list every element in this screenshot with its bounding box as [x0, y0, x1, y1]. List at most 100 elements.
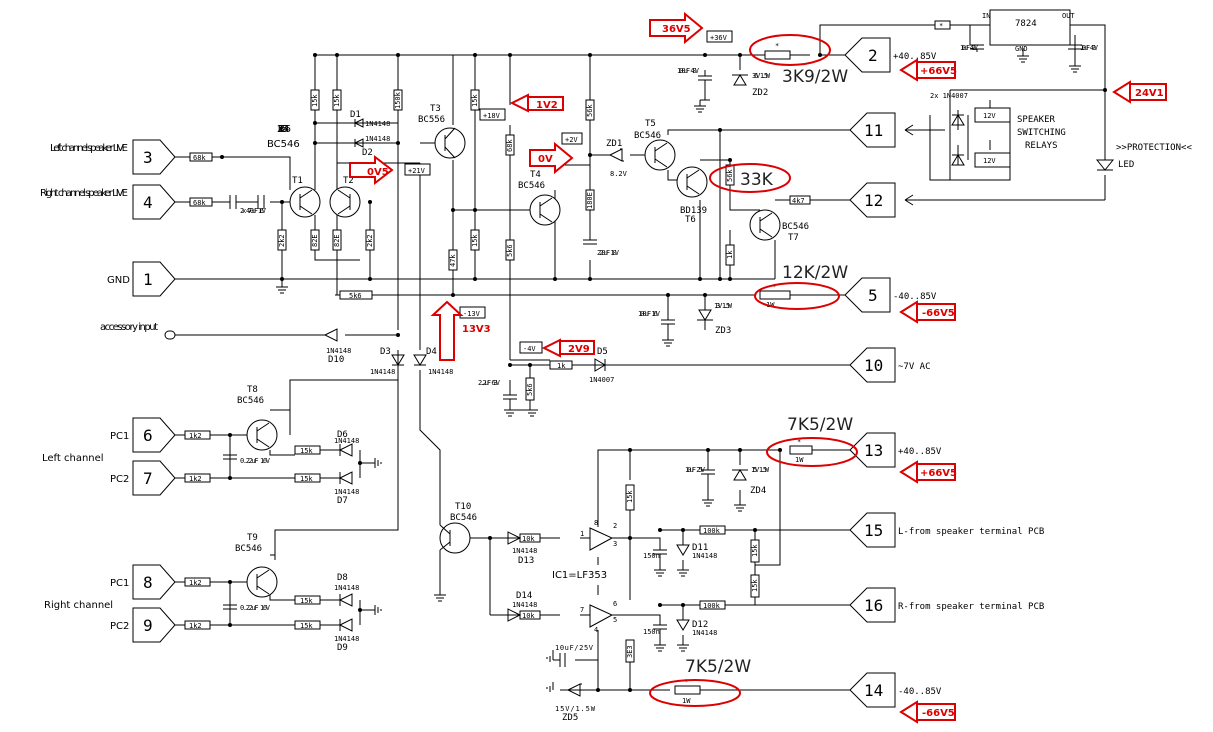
- svg-text:T7: T7: [788, 233, 799, 243]
- connector-10[interactable]: 10: [849, 347, 896, 383]
- svg-text:D4: D4: [426, 347, 437, 357]
- connector-14[interactable]: 14: [849, 672, 896, 708]
- connector-13[interactable]: 13: [849, 432, 896, 468]
- svg-text:1k2: 1k2: [189, 432, 202, 440]
- resistor-180e: 180E: [585, 189, 595, 211]
- resistor-5k6-v: 5k6: [505, 239, 515, 261]
- label-c16: R-from speaker terminal PCB: [898, 602, 1044, 612]
- svg-text:BC546: BC546: [450, 513, 477, 523]
- svg-text:3E3: 3E3: [626, 645, 634, 658]
- svg-text:IN: IN: [982, 12, 990, 20]
- connector-7[interactable]: 7: [132, 460, 176, 496]
- svg-text:68k: 68k: [506, 139, 514, 152]
- svg-text:1: 1: [580, 530, 584, 538]
- connector-15[interactable]: 15: [849, 512, 896, 548]
- ic1-label: IC1=LF353: [552, 570, 607, 581]
- svg-text:*: *: [797, 438, 801, 446]
- connector-1[interactable]: 1: [132, 261, 176, 297]
- svg-text:1N4007: 1N4007: [589, 376, 614, 384]
- cap-100uf-16v: 100uF 16V: [638, 310, 675, 335]
- label-accessory: accessory input: [100, 322, 158, 333]
- svg-text:150n: 150n: [643, 628, 660, 636]
- resistor-68k-v: 68k: [505, 134, 515, 156]
- svg-text:150k: 150k: [394, 91, 402, 109]
- connector-9[interactable]: 9: [132, 607, 176, 643]
- svg-text:6: 6: [143, 426, 153, 445]
- svg-text:+36V: +36V: [710, 34, 728, 42]
- resistor-15k-d9: 15k: [294, 620, 321, 630]
- svg-text:0.22uF 16V: 0.22uF 16V: [240, 457, 271, 465]
- svg-text:1k: 1k: [557, 362, 566, 370]
- resistor-1k-d5: 1k: [549, 360, 573, 370]
- accessory-terminal[interactable]: [164, 330, 176, 340]
- svg-text:6: 6: [613, 600, 617, 608]
- cap-10uf-40v-a: 10uF 40V: [960, 44, 984, 52]
- connector-6[interactable]: 6: [132, 417, 176, 453]
- connector-12[interactable]: 12: [849, 182, 896, 218]
- relay-coil-1: [974, 107, 1011, 123]
- connector-8[interactable]: 8: [132, 564, 176, 600]
- label-left-channel: Left channel: [42, 453, 104, 464]
- svg-text:1k2: 1k2: [189, 622, 202, 630]
- svg-text:100k: 100k: [703, 527, 721, 535]
- svg-text:180E: 180E: [586, 192, 594, 209]
- connector-11[interactable]: 11: [849, 112, 896, 148]
- svg-text:15k: 15k: [300, 447, 313, 455]
- svg-text:1: 1: [143, 270, 153, 289]
- connector-16[interactable]: 16: [849, 587, 896, 623]
- resistor-100k-l: 100k: [699, 525, 726, 535]
- svg-text:5: 5: [613, 616, 617, 624]
- svg-text:2V9: 2V9: [568, 344, 590, 355]
- connector-2[interactable]: 2: [844, 37, 891, 73]
- label-c14: -40..85V: [898, 687, 942, 697]
- svg-text:56k: 56k: [586, 104, 594, 117]
- svg-text:*: *: [684, 678, 688, 686]
- svg-text:3: 3: [613, 540, 617, 548]
- annotations: 36V5 1V2 0V5 0V 13V3 2V9 24V1 +66V5 -66V…: [349, 11, 1167, 724]
- svg-text:1N4148: 1N4148: [334, 488, 359, 496]
- annot-66v5-top: +66V5: [899, 58, 957, 82]
- svg-text:BC546: BC546: [237, 396, 264, 406]
- resistor-68k-left: 68k: [189, 152, 213, 162]
- regulator-7824: 7824 IN OUT GND: [982, 9, 1075, 53]
- svg-text:15k: 15k: [311, 94, 319, 107]
- svg-text:T9: T9: [247, 533, 258, 543]
- svg-text:15k: 15k: [751, 544, 759, 557]
- resistor-15k-b: 15k: [332, 89, 342, 111]
- label-c10: ~7V AC: [898, 362, 931, 372]
- svg-text:LED: LED: [1118, 160, 1134, 170]
- label-c5: -40..85V: [893, 292, 937, 302]
- connector-3[interactable]: 3: [132, 139, 176, 175]
- svg-text:14: 14: [864, 681, 883, 700]
- svg-text:7824: 7824: [1015, 19, 1037, 29]
- svg-text:8: 8: [143, 573, 153, 592]
- svg-text:D9: D9: [337, 643, 348, 653]
- svg-text:12V: 12V: [983, 157, 996, 165]
- cap-2u2: 2.2uF 63V: [478, 379, 517, 410]
- svg-text:68k: 68k: [193, 154, 206, 162]
- resistor-68k-right: 68k: [189, 197, 213, 207]
- svg-text:220uF 10V: 220uF 10V: [597, 249, 620, 257]
- svg-text:0V: 0V: [538, 154, 553, 165]
- annot-3k9: 3K9/2W: [782, 67, 848, 87]
- label-c13: +40..85V: [898, 447, 942, 457]
- svg-text:-66V5: -66V5: [922, 708, 955, 719]
- svg-text:-13V: -13V: [463, 310, 481, 318]
- annot-7k5-top: 7K5/2W: [787, 415, 853, 435]
- label-pc1-right: PC1: [110, 578, 129, 589]
- connector-4[interactable]: 4: [132, 184, 176, 220]
- svg-text:56k: 56k: [726, 169, 734, 182]
- resistor-5k6: 5k6: [339, 290, 373, 300]
- annot-0v: 0V: [529, 141, 574, 175]
- svg-text:5: 5: [868, 286, 878, 305]
- resistor-15k-d6: 15k: [294, 445, 321, 455]
- connector-5[interactable]: 5: [844, 277, 891, 313]
